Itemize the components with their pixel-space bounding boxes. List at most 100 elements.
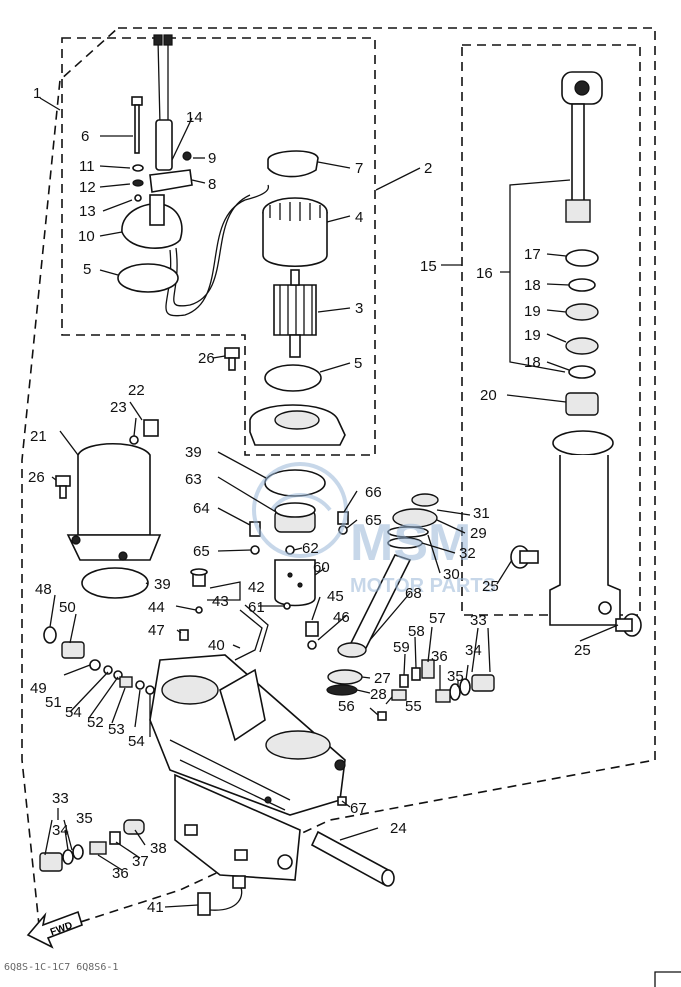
bushing-25-left [510, 545, 539, 569]
label-24: 24 [390, 820, 407, 837]
ring-27 [327, 669, 363, 685]
valve-42 [190, 568, 208, 587]
label-61: 61 [248, 599, 265, 616]
spring-52 [119, 676, 133, 688]
label-39b: 39 [154, 576, 171, 593]
o-ring-18-lower [568, 365, 596, 379]
leader-lines [39, 97, 619, 908]
label-2: 2 [424, 160, 432, 177]
valve-45 [305, 621, 319, 637]
label-13: 13 [79, 203, 96, 220]
corner-mark [654, 971, 681, 987]
washer-12 [132, 179, 144, 187]
label-36a: 36 [431, 648, 448, 665]
label-53: 53 [108, 721, 125, 738]
label-29: 29 [470, 525, 487, 542]
o-ring-39-left [81, 567, 149, 599]
screw-9 [182, 151, 192, 161]
label-25a: 25 [482, 578, 499, 595]
bolt-6 [131, 96, 143, 154]
label-15: 15 [420, 258, 437, 275]
label-56: 56 [338, 698, 355, 715]
o-ring-17 [565, 249, 599, 267]
motor-assembly-outline-2 [61, 37, 376, 456]
label-42: 42 [248, 579, 265, 596]
part-59 [399, 674, 409, 688]
label-46: 46 [333, 609, 350, 626]
label-4: 4 [355, 209, 363, 226]
ring-30 [387, 526, 429, 538]
shaft-24 [310, 830, 395, 887]
motor-lead-wires [153, 34, 270, 317]
plug-33-right [471, 674, 495, 692]
ring-31 [411, 493, 439, 507]
ring-19-upper [565, 303, 599, 321]
label-20: 20 [480, 387, 497, 404]
label-5b: 5 [354, 355, 362, 372]
pin-56 [377, 711, 387, 721]
ring-51 [103, 665, 113, 675]
bracket-8 [149, 169, 193, 193]
label-36b: 36 [112, 865, 129, 882]
o-ring-44 [195, 606, 203, 614]
label-26a: 26 [198, 350, 215, 367]
label-48: 48 [35, 581, 52, 598]
plug-50 [61, 641, 85, 659]
trim-ram-68 [337, 554, 412, 658]
o-ring-5-upper [117, 263, 179, 293]
label-60: 60 [313, 559, 330, 576]
ring-54-right [145, 685, 155, 695]
screw-26-left [55, 475, 71, 499]
brush-holder-7 [267, 150, 319, 178]
o-ring-49 [89, 659, 101, 671]
label-3: 3 [355, 300, 363, 317]
label-37: 37 [132, 853, 149, 870]
part-number-labels: 1 2 3 4 5 5 6 7 8 9 10 11 12 13 14 15 16… [28, 85, 591, 916]
part-13 [134, 194, 142, 202]
label-62: 62 [302, 540, 319, 557]
label-7: 7 [355, 160, 363, 177]
ring-19-lower [565, 337, 599, 355]
o-ring-5-lower [264, 364, 322, 392]
label-25b: 25 [574, 642, 591, 659]
label-63: 63 [185, 471, 202, 488]
label-43: 43 [212, 593, 229, 610]
spring-36-left [89, 841, 107, 855]
label-1: 1 [33, 85, 41, 102]
fitting-41 [197, 875, 246, 916]
label-57: 57 [429, 610, 446, 627]
washer-65-left [250, 545, 260, 555]
grommet-14 [155, 119, 173, 171]
o-ring-23 [129, 435, 139, 445]
label-66: 66 [365, 484, 382, 501]
label-11: 11 [79, 158, 95, 175]
label-35b: 35 [76, 810, 93, 827]
label-65a: 65 [193, 543, 210, 560]
washer-11 [132, 164, 144, 172]
label-27: 27 [374, 670, 391, 687]
label-65b: 65 [365, 512, 382, 529]
label-59: 59 [393, 639, 410, 656]
label-6: 6 [81, 128, 89, 145]
cap-20 [565, 392, 599, 416]
label-16: 16 [476, 265, 493, 282]
label-17: 17 [524, 246, 541, 263]
svg-text:MSM: MSM [350, 514, 471, 572]
label-19b: 19 [524, 327, 541, 344]
label-26b: 26 [28, 469, 45, 486]
o-ring-34-left [62, 849, 74, 865]
label-55: 55 [405, 698, 422, 715]
label-28: 28 [370, 686, 387, 703]
label-39a: 39 [185, 444, 202, 461]
label-64: 64 [193, 500, 210, 517]
bushing-25-right [615, 613, 642, 637]
label-47: 47 [148, 622, 165, 639]
assembly-outline-1 [21, 27, 656, 937]
watermark-brand: MOTOR PARTS [350, 575, 496, 597]
reservoir-21 [66, 442, 162, 561]
label-54a: 54 [65, 704, 82, 721]
label-38: 38 [150, 840, 167, 857]
bracket-40 [234, 604, 269, 661]
o-ring-18-upper [568, 278, 596, 292]
